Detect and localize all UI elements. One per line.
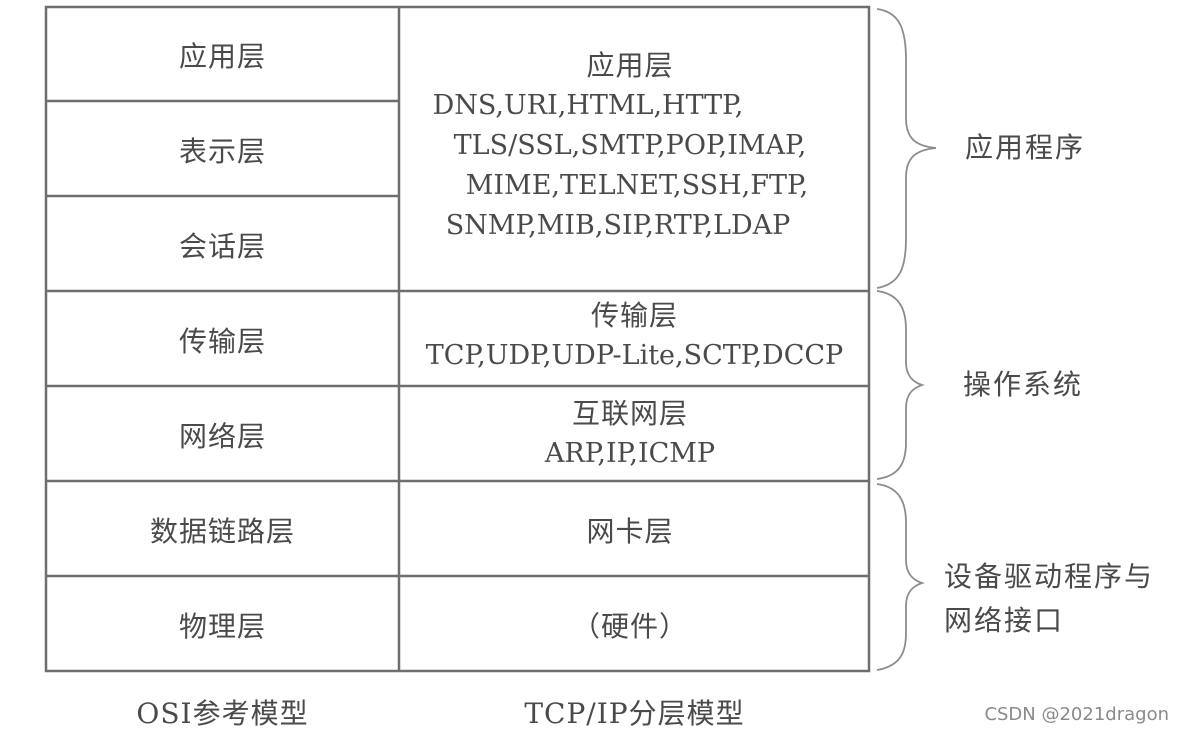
application-protocols-line: TLS/SSL,SMTP,POP,IMAP, (453, 130, 807, 161)
tcpip-transport-layer: 传输层 TCP,UDP,UDP-Lite,SCTP,DCCP (400, 296, 869, 376)
label-driver-line1: 设备驱动程序与 (944, 560, 1155, 593)
tcpip-application-layer: 应用层 DNS,URI,HTML,HTTP, TLS/SSL,SMTP,POP,… (400, 46, 860, 246)
watermark: CSDN @2021dragon (984, 704, 1169, 725)
application-protocols-line: DNS,URI,HTML,HTTP, (432, 90, 744, 121)
osi-layer-transport: 传输层 (178, 324, 266, 358)
label-driver-line2: 网络接口 (944, 604, 1065, 637)
brace-driver-interface (876, 483, 925, 671)
osi-layer-application: 应用层 (178, 40, 266, 73)
tcpip-transport-title: 传输层 (590, 299, 678, 332)
osi-layer-presentation: 表示层 (178, 134, 266, 168)
application-protocols-line: MIME,TELNET,SSH,FTP, (465, 170, 809, 201)
osi-layer-physical: 物理层 (178, 609, 266, 643)
osi-layer-session: 会话层 (178, 229, 266, 263)
label-application-program: 应用程序 (965, 131, 1086, 164)
brace-operating-system (876, 290, 925, 480)
brace-application-program (876, 8, 937, 289)
osi-layer-datalink: 数据链路层 (149, 514, 295, 548)
tcpip-link-layer: 网卡层 (586, 514, 674, 548)
application-protocols-line: SNMP,MIB,SIP,RTP,LDAP (445, 210, 791, 241)
caption-tcpip-model: TCP/IP分层模型 (524, 697, 745, 730)
caption-osi-model: OSI参考模型 (136, 697, 309, 730)
osi-layer-network: 网络层 (178, 419, 266, 453)
table-border (44, 5, 871, 673)
tcpip-internet-title: 互联网层 (571, 397, 688, 430)
tcpip-application-title: 应用层 (586, 49, 674, 82)
label-operating-system: 操作系统 (963, 368, 1084, 401)
tcpip-internet-layer: 互联网层 ARP,IP,ICMP (400, 394, 860, 474)
internet-protocols: ARP,IP,ICMP (544, 438, 716, 469)
label-driver-interface: 设备驱动程序与 网络接口 (944, 555, 1154, 643)
tcpip-hardware: （硬件） (571, 609, 688, 643)
transport-protocols: TCP,UDP,UDP-Lite,SCTP,DCCP (425, 340, 844, 371)
